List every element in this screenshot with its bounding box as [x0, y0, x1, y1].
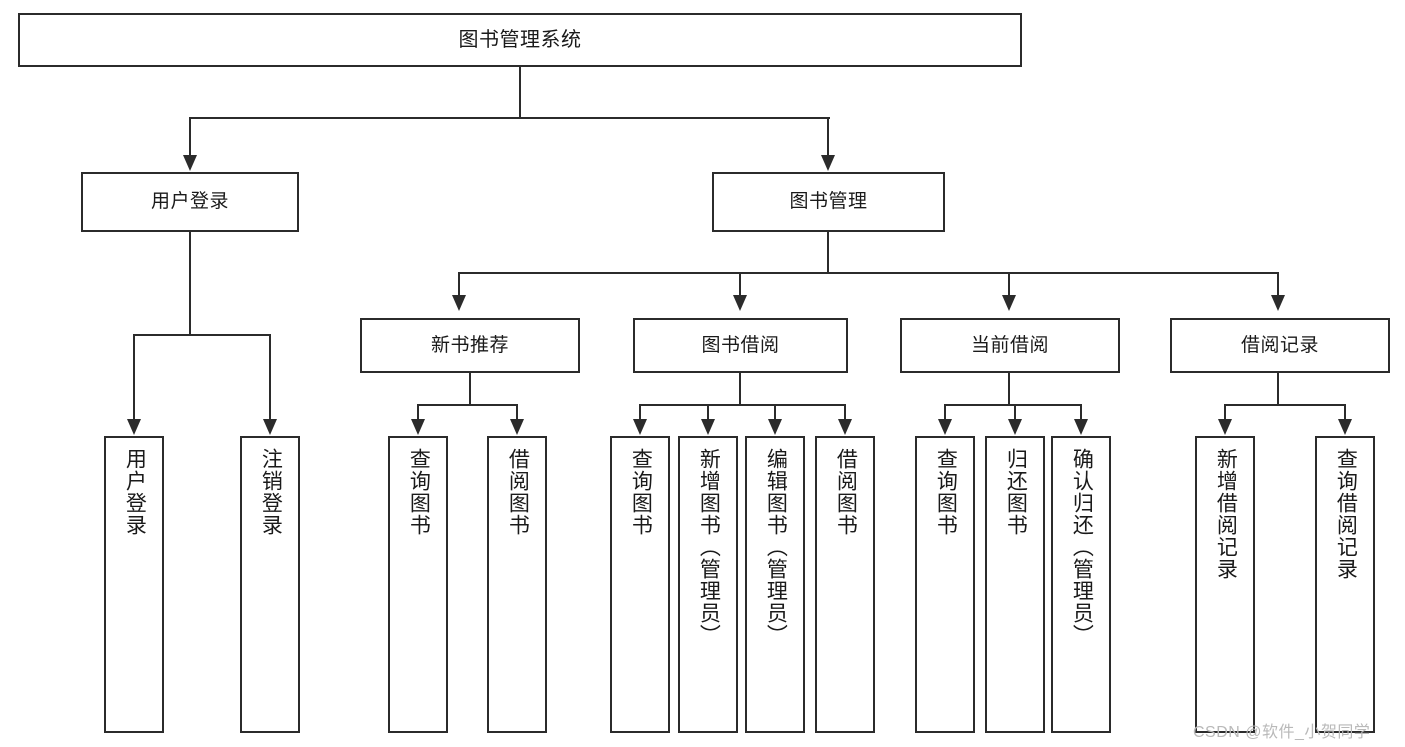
connector-root-to-book-management — [827, 117, 829, 157]
connector-to-leaf-user-login — [133, 334, 135, 420]
node-label: 查询图书 — [934, 448, 958, 536]
node-label: 图书管理 — [789, 191, 868, 213]
connector-new-book-recommend-stem — [469, 373, 471, 405]
connector-root-bus — [190, 117, 830, 119]
connector-book-borrow-stem — [739, 373, 741, 405]
node-label: 借阅记录 — [1240, 334, 1319, 356]
connector-new-book-recommend-bus — [418, 404, 518, 406]
leaf-cb-query-book[interactable]: 查询图书 — [915, 436, 975, 733]
node-label: 注销登录 — [259, 448, 283, 536]
arrowhead-user-login — [183, 155, 197, 171]
connector-cb-leaf-3 — [1080, 404, 1082, 420]
connector-user-login-bus — [134, 334, 271, 336]
arrowhead-new-book-recommend — [452, 295, 466, 311]
connector-nbr-leaf-2 — [516, 404, 518, 420]
node-label: 借阅图书 — [834, 448, 858, 536]
leaf-cb-confirm-return-admin[interactable]: 确认归还（管理员） — [1051, 436, 1111, 733]
arrowhead-book-management — [821, 155, 835, 171]
leaf-nbr-query-book[interactable]: 查询图书 — [388, 436, 448, 733]
leaf-bb-add-book-admin[interactable]: 新增图书（管理员） — [678, 436, 738, 733]
arrowhead-book-borrow — [733, 295, 747, 311]
node-label: 编辑图书（管理员） — [764, 448, 788, 646]
arrowhead-cb-leaf-1 — [938, 419, 952, 435]
connector-cb-leaf-2 — [1014, 404, 1016, 420]
node-label: 查询图书 — [407, 448, 431, 536]
node-current-borrow[interactable]: 当前借阅 — [900, 318, 1120, 373]
connector-borrow-record-stem — [1277, 373, 1279, 405]
leaf-br-query-record[interactable]: 查询借阅记录 — [1315, 436, 1375, 733]
arrowhead-bb-leaf-1 — [633, 419, 647, 435]
leaf-user-login[interactable]: 用户登录 — [104, 436, 164, 733]
node-label: 借阅图书 — [506, 448, 530, 536]
arrowhead-leaf-logout — [263, 419, 277, 435]
arrowhead-current-borrow — [1002, 295, 1016, 311]
node-user-login[interactable]: 用户登录 — [81, 172, 299, 232]
node-root-book-management-system[interactable]: 图书管理系统 — [18, 13, 1022, 67]
node-book-management[interactable]: 图书管理 — [712, 172, 945, 232]
node-label: 确认归还（管理员） — [1070, 448, 1094, 646]
node-label: 新书推荐 — [430, 334, 509, 356]
arrowhead-nbr-leaf-1 — [411, 419, 425, 435]
leaf-bb-query-book[interactable]: 查询图书 — [610, 436, 670, 733]
connector-current-borrow-bus — [945, 404, 1081, 406]
connector-root-to-user-login — [189, 117, 191, 157]
csdn-watermark: CSDN @软件_小贺同学 — [1193, 724, 1371, 741]
arrowhead-borrow-record — [1271, 295, 1285, 311]
node-label: 图书管理系统 — [458, 28, 582, 51]
node-label: 用户登录 — [150, 191, 229, 213]
leaf-cb-return-book[interactable]: 归还图书 — [985, 436, 1045, 733]
connector-root-stem — [519, 67, 521, 117]
connector-bb-leaf-4 — [844, 404, 846, 420]
connector-borrow-record-bus — [1225, 404, 1346, 406]
node-label: 新增借阅记录 — [1214, 448, 1238, 580]
node-label: 查询图书 — [629, 448, 653, 536]
arrowhead-bb-leaf-4 — [838, 419, 852, 435]
connector-bb-leaf-2 — [707, 404, 709, 420]
node-label: 当前借阅 — [970, 334, 1049, 356]
arrowhead-cb-leaf-2 — [1008, 419, 1022, 435]
connector-user-login-stem — [189, 232, 191, 335]
leaf-bb-edit-book-admin[interactable]: 编辑图书（管理员） — [745, 436, 805, 733]
connector-current-borrow-stem — [1008, 373, 1010, 405]
connector-to-new-book-recommend — [458, 272, 460, 296]
node-label: 归还图书 — [1004, 448, 1028, 536]
arrowhead-bb-leaf-2 — [701, 419, 715, 435]
leaf-logout[interactable]: 注销登录 — [240, 436, 300, 733]
arrowhead-nbr-leaf-2 — [510, 419, 524, 435]
node-label: 查询借阅记录 — [1334, 448, 1358, 580]
leaf-br-add-record[interactable]: 新增借阅记录 — [1195, 436, 1255, 733]
connector-book-management-bus — [459, 272, 1279, 274]
leaf-nbr-borrow-book[interactable]: 借阅图书 — [487, 436, 547, 733]
arrowhead-br-leaf-1 — [1218, 419, 1232, 435]
connector-br-leaf-2 — [1344, 404, 1346, 420]
node-book-borrow[interactable]: 图书借阅 — [633, 318, 848, 373]
connector-to-book-borrow — [739, 272, 741, 296]
arrowhead-br-leaf-2 — [1338, 419, 1352, 435]
node-label: 图书借阅 — [701, 334, 780, 356]
arrowhead-leaf-user-login — [127, 419, 141, 435]
arrowhead-bb-leaf-3 — [768, 419, 782, 435]
node-label: 新增图书（管理员） — [697, 448, 721, 646]
connector-to-leaf-logout — [269, 334, 271, 420]
connector-book-management-stem — [827, 232, 829, 273]
connector-to-current-borrow — [1008, 272, 1010, 296]
node-new-book-recommend[interactable]: 新书推荐 — [360, 318, 580, 373]
node-label: 用户登录 — [123, 448, 147, 536]
connector-br-leaf-1 — [1224, 404, 1226, 420]
node-borrow-record[interactable]: 借阅记录 — [1170, 318, 1390, 373]
connector-to-borrow-record — [1277, 272, 1279, 296]
connector-bb-leaf-3 — [774, 404, 776, 420]
connector-cb-leaf-1 — [944, 404, 946, 420]
arrowhead-cb-leaf-3 — [1074, 419, 1088, 435]
connector-book-borrow-bus — [640, 404, 845, 406]
connector-nbr-leaf-1 — [417, 404, 419, 420]
connector-bb-leaf-1 — [639, 404, 641, 420]
leaf-bb-borrow-book[interactable]: 借阅图书 — [815, 436, 875, 733]
